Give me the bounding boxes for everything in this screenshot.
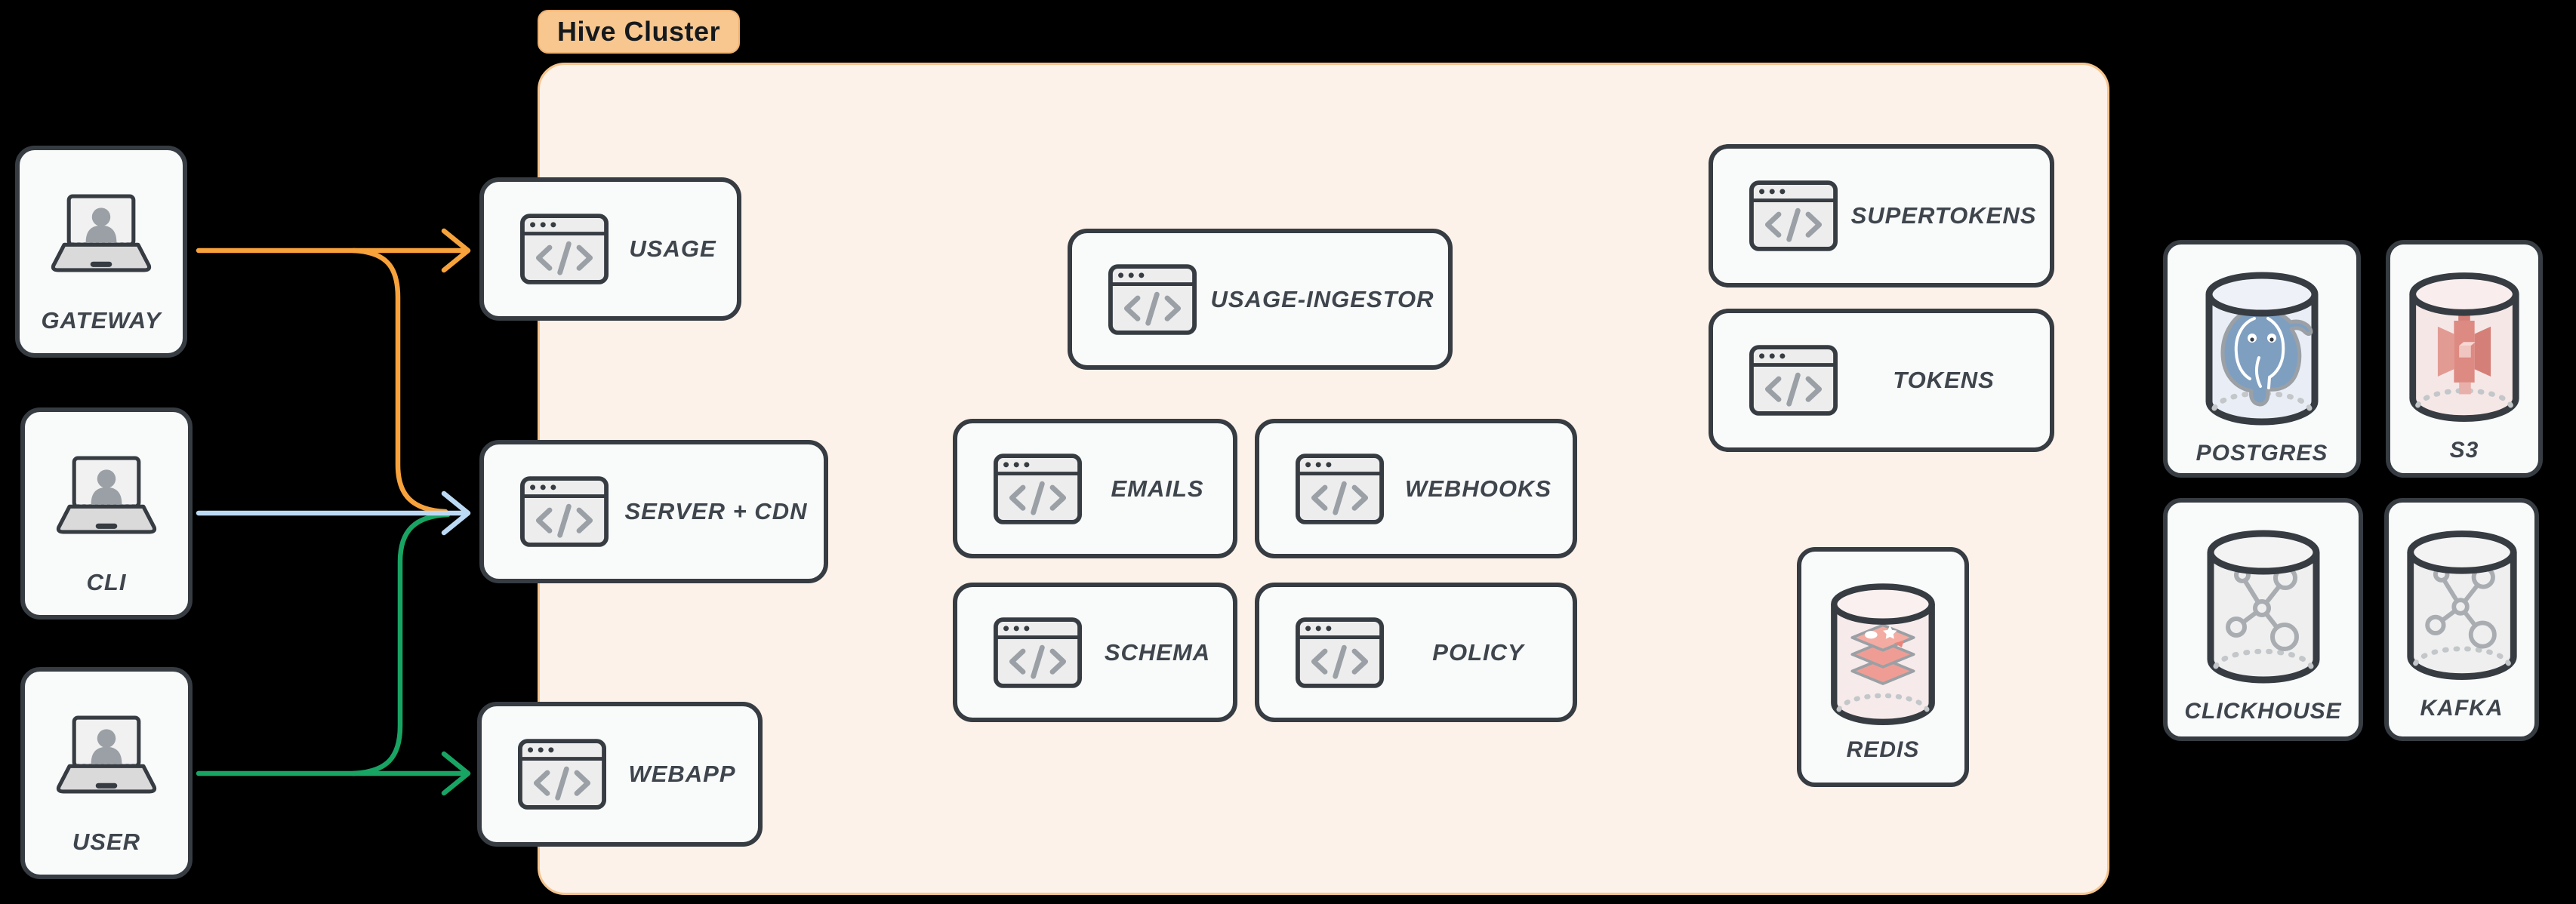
code-window-icon xyxy=(520,214,609,284)
hive-cluster-title-label: Hive Cluster xyxy=(557,16,721,47)
datastore-label: KAFKA xyxy=(2420,696,2504,721)
service-label: TOKENS xyxy=(1893,367,1995,393)
database-s3-icon xyxy=(2405,270,2523,427)
service-emails[interactable]: EMAILS xyxy=(953,419,1237,558)
code-window-icon xyxy=(994,617,1082,688)
code-window-icon xyxy=(518,739,606,810)
service-usage-ingestor[interactable]: USAGE-INGESTOR xyxy=(1068,229,1453,370)
service-server-cdn[interactable]: SERVER + CDN xyxy=(479,440,828,583)
client-node-cli[interactable]: CLI xyxy=(20,407,193,620)
laptop-user-icon xyxy=(49,715,164,795)
code-window-icon xyxy=(1749,180,1838,251)
client-node-gateway[interactable]: GATEWAY xyxy=(15,146,187,358)
service-label: EMAILS xyxy=(1111,475,1204,502)
service-label: WEBHOOKS xyxy=(1405,475,1551,502)
client-label: USER xyxy=(72,829,141,855)
service-label: USAGE xyxy=(629,235,716,262)
service-tokens[interactable]: TOKENS xyxy=(1709,309,2054,452)
service-label: SERVER + CDN xyxy=(624,498,808,524)
service-policy[interactable]: POLICY xyxy=(1255,583,1577,722)
hive-cluster-title: Hive Cluster xyxy=(538,10,741,54)
database-network-icon xyxy=(2403,528,2521,685)
client-label: CLI xyxy=(86,569,127,595)
code-window-icon xyxy=(1108,263,1197,335)
service-label: SUPERTOKENS xyxy=(1850,202,2037,229)
database-redis-icon xyxy=(1826,582,1940,730)
arrow-gateway-to-usage xyxy=(196,228,471,273)
code-window-icon xyxy=(1296,617,1384,688)
service-label: POLICY xyxy=(1432,638,1524,666)
service-label: SCHEMA xyxy=(1104,638,1211,666)
code-window-icon xyxy=(1296,453,1384,524)
service-usage[interactable]: USAGE xyxy=(479,177,741,321)
datastore-label: CLICKHOUSE xyxy=(2184,699,2342,724)
service-webhooks[interactable]: WEBHOOKS xyxy=(1255,419,1577,558)
datastore-clickhouse[interactable]: CLICKHOUSE xyxy=(2163,498,2363,741)
arrow-user-to-server-cdn xyxy=(350,512,451,776)
client-label: GATEWAY xyxy=(41,307,162,334)
service-webapp[interactable]: WEBAPP xyxy=(477,702,763,847)
datastore-kafka[interactable]: KAFKA xyxy=(2384,498,2539,741)
service-label: WEBAPP xyxy=(628,761,736,787)
service-label: REDIS xyxy=(1846,737,1920,762)
database-network-icon xyxy=(2200,528,2327,688)
datastore-label: POSTGRES xyxy=(2195,441,2328,466)
code-window-icon xyxy=(520,476,609,547)
laptop-user-icon xyxy=(49,456,164,536)
arrow-user-to-webapp xyxy=(196,751,471,796)
datastore-postgres[interactable]: POSTGRES xyxy=(2163,240,2361,478)
client-node-user[interactable]: USER xyxy=(20,667,193,879)
service-supertokens[interactable]: SUPERTOKENS xyxy=(1709,144,2054,287)
code-window-icon xyxy=(1749,345,1838,416)
service-label: USAGE-INGESTOR xyxy=(1210,285,1434,312)
service-redis[interactable]: REDIS xyxy=(1797,547,1969,787)
service-schema[interactable]: SCHEMA xyxy=(953,583,1237,722)
laptop-user-icon xyxy=(44,194,159,274)
datastore-label: S3 xyxy=(2449,438,2479,463)
arrow-cli-to-server-cdn xyxy=(196,490,471,536)
arrow-gateway-to-server-cdn xyxy=(350,248,448,515)
datastore-s3[interactable]: S3 xyxy=(2386,240,2543,478)
database-postgres-icon xyxy=(2199,270,2325,430)
code-window-icon xyxy=(994,453,1082,524)
